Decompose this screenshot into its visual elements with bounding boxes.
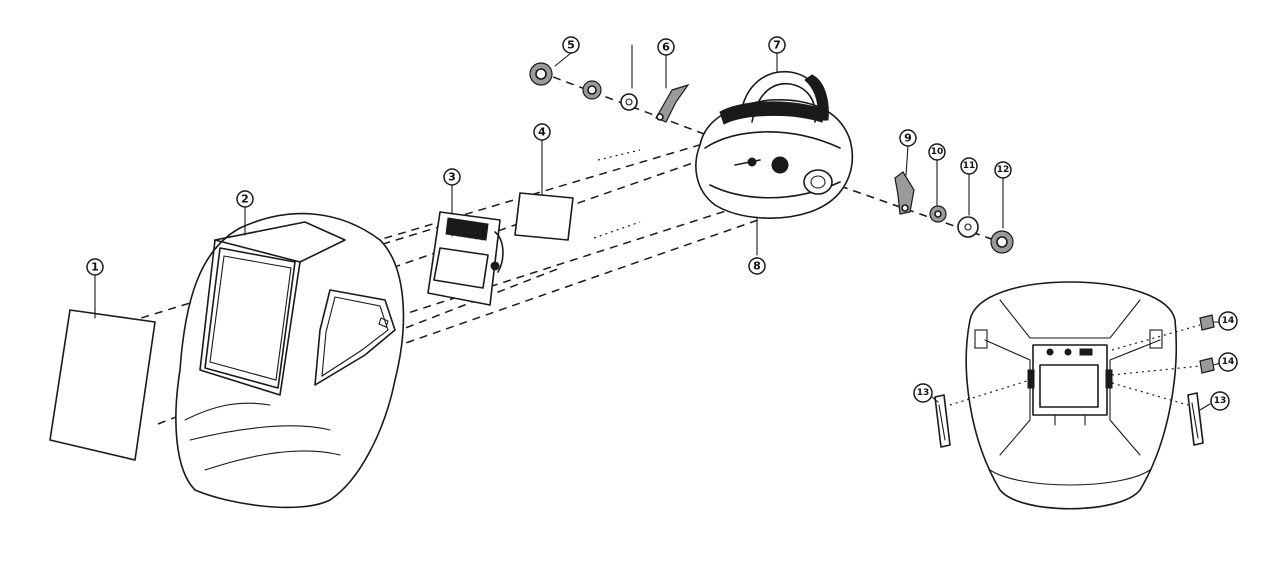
part-13-battery-cover-right — [1111, 382, 1204, 446]
callout-5-label: 5 — [567, 39, 575, 52]
callout-4: 4 — [533, 123, 551, 141]
callout-13-right-label: 13 — [1214, 396, 1227, 406]
part-5-knob-left — [529, 62, 553, 86]
part-1-outer-cover-lens — [49, 309, 156, 461]
callout-1: 1 — [86, 258, 104, 276]
helmet-rear-view — [965, 281, 1178, 510]
callout-2-label: 2 — [241, 193, 249, 206]
part-2-helmet-shell — [175, 212, 405, 509]
part-9-bracket-right — [894, 171, 915, 215]
part-14-clip-upper — [1111, 314, 1215, 351]
callout-7-label: 7 — [773, 39, 781, 52]
part-12-knob-right — [990, 177, 1014, 254]
callout-3: 3 — [443, 168, 461, 186]
part-14-clip-lower — [1111, 357, 1215, 376]
callout-14-upper-label: 14 — [1222, 316, 1235, 326]
callout-12: 12 — [994, 161, 1012, 179]
callout-8: 8 — [748, 257, 766, 275]
callout-2: 2 — [236, 190, 254, 208]
callout-10-label: 10 — [931, 147, 944, 157]
part-3-filter-cartridge — [427, 211, 504, 306]
callout-5: 5 — [562, 36, 580, 54]
part-5c-spacer-left — [620, 44, 638, 111]
callout-14-lower-label: 14 — [1222, 357, 1235, 367]
callout-11-label: 11 — [963, 161, 976, 171]
callout-11: 11 — [960, 157, 978, 175]
callout-9-label: 9 — [904, 132, 912, 145]
part-8-headgear — [695, 70, 854, 256]
callout-13-right: 13 — [1210, 391, 1230, 411]
callout-14-lower: 14 — [1218, 352, 1238, 372]
callout-12-label: 12 — [997, 165, 1010, 175]
callout-8-label: 8 — [753, 260, 761, 273]
callout-7: 7 — [768, 36, 786, 54]
callout-14-upper: 14 — [1218, 311, 1238, 331]
callout-6-label: 6 — [662, 41, 670, 54]
callout-4-label: 4 — [538, 126, 546, 139]
part-13-battery-cover-left — [934, 379, 1031, 448]
part-10-spacer-right — [929, 159, 947, 223]
callout-10: 10 — [928, 143, 946, 161]
callout-13-left: 13 — [913, 383, 933, 403]
part-5b-washer-left — [582, 80, 602, 100]
callout-6: 6 — [657, 38, 675, 56]
part-4-inner-cover-lens — [514, 192, 574, 241]
callout-13-left-label: 13 — [917, 388, 930, 398]
callout-3-label: 3 — [448, 171, 456, 184]
callout-1-label: 1 — [91, 261, 99, 274]
part-6-bracket-left — [655, 83, 690, 123]
part-11-washer-right — [957, 173, 979, 238]
callout-9: 9 — [899, 129, 917, 147]
